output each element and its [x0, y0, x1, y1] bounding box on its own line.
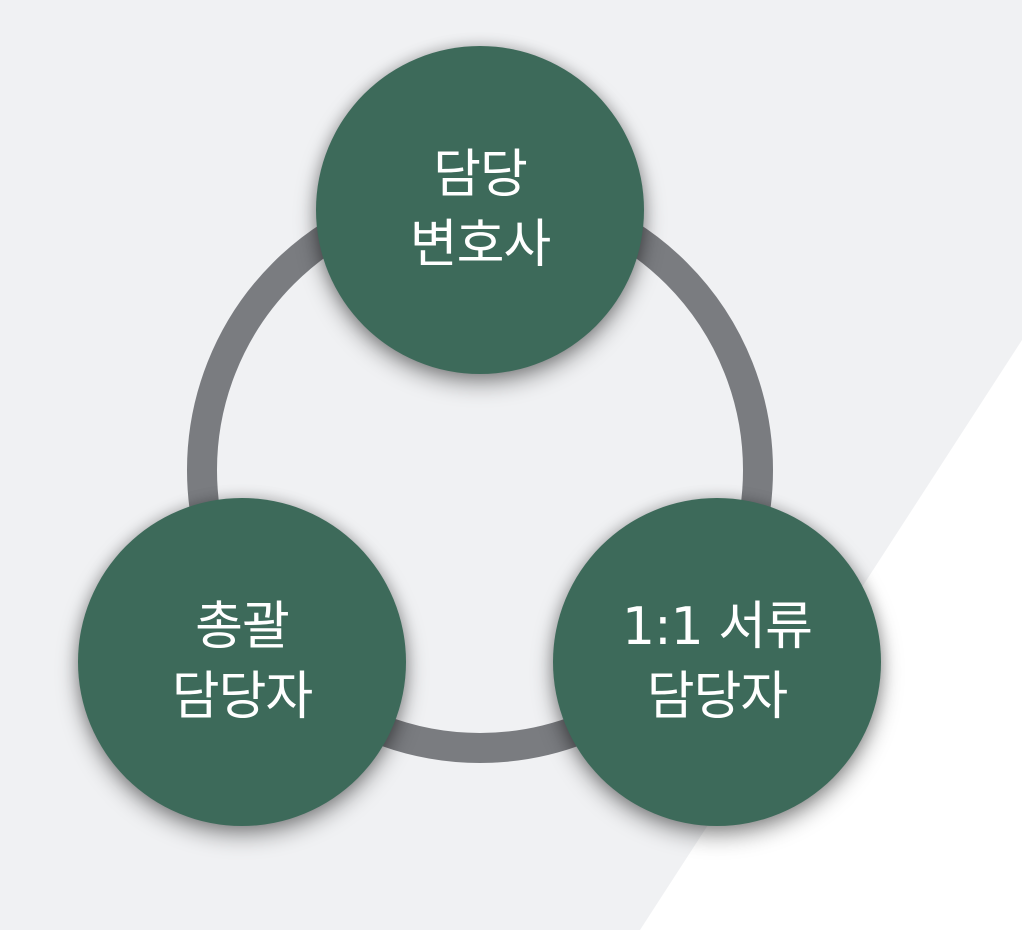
node-general-manager-line-2: 담당자 — [171, 667, 314, 727]
node-lawyer-line-2: 변호사 — [409, 215, 552, 275]
node-lawyer-line-1: 담당 — [433, 145, 528, 205]
node-lawyer: 담당 변호사 — [316, 46, 644, 374]
node-general-manager-line-1: 총괄 — [195, 597, 290, 657]
node-general-manager: 총괄 담당자 — [78, 498, 406, 826]
node-document-manager-line-2: 담당자 — [646, 667, 789, 727]
node-document-manager-line-1: 1:1 서류 — [622, 597, 813, 657]
node-document-manager: 1:1 서류 담당자 — [553, 498, 881, 826]
